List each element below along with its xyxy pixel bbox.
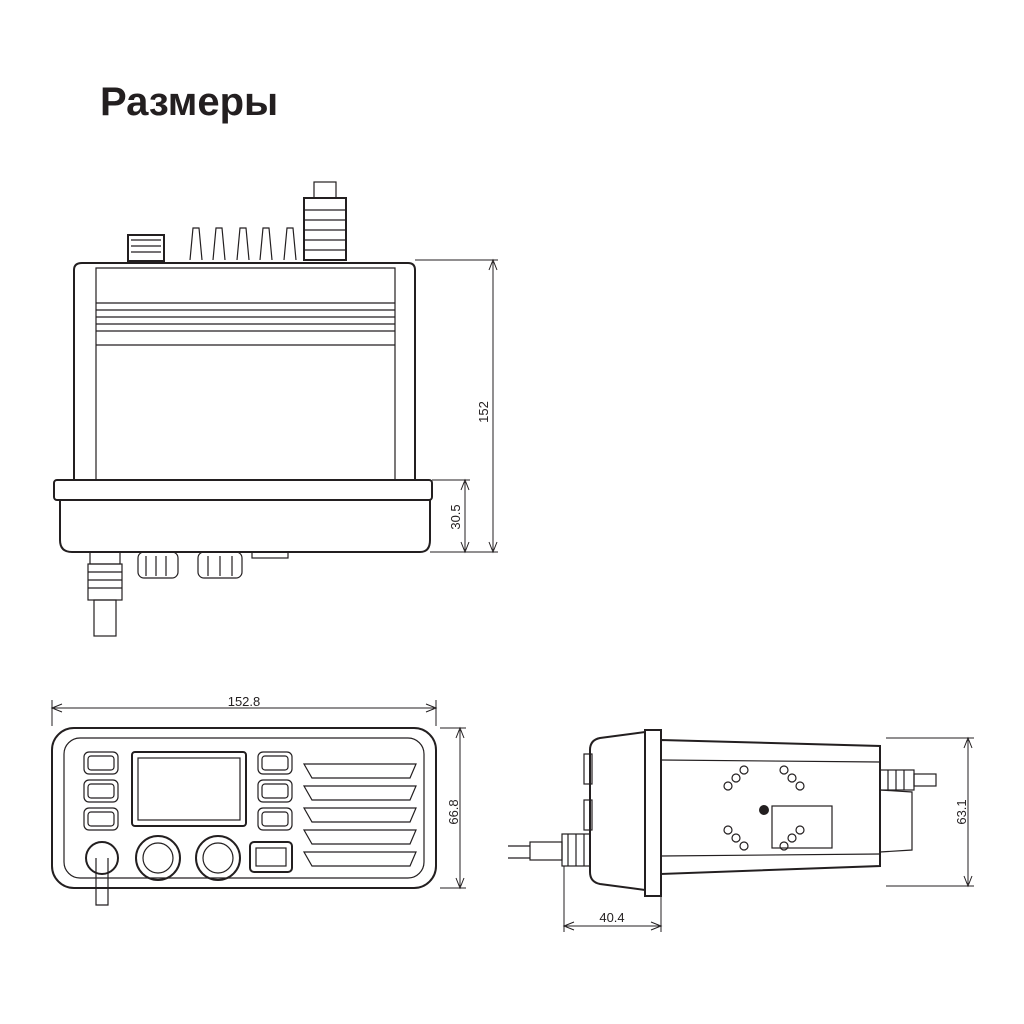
side-view: 40.4 63.1 <box>508 729 974 932</box>
mic-jack <box>85 841 119 875</box>
cable <box>87 551 123 637</box>
dim-height-side: 63.1 <box>954 799 969 824</box>
dim-height-front: 66.8 <box>446 799 461 824</box>
cable-gland <box>303 197 347 261</box>
knobs <box>137 551 289 579</box>
dim-height-total: 152 <box>476 401 491 423</box>
housing <box>73 262 416 480</box>
top-view: 152 30.5 <box>53 181 498 637</box>
dim-depth-side: 40.4 <box>599 910 624 925</box>
display <box>131 751 247 827</box>
dim-height-base: 30.5 <box>448 504 463 529</box>
connector-pins <box>189 227 297 261</box>
antenna-connector <box>127 234 165 262</box>
side-flange <box>644 729 662 897</box>
speaker-grille <box>302 763 417 867</box>
front-view: 152.8 66.8 <box>50 694 466 906</box>
mounting-holes <box>723 765 805 851</box>
dim-width-front: 152.8 <box>228 694 261 709</box>
rear-cable <box>879 769 937 853</box>
front-knobs <box>135 835 293 881</box>
page-title: Размеры <box>100 80 279 124</box>
mic-cable-side <box>508 753 593 867</box>
front-panel <box>51 727 437 889</box>
mic-cable <box>95 858 109 906</box>
base <box>59 500 431 553</box>
right-buttons <box>257 751 293 831</box>
base-flange <box>53 479 433 501</box>
side-front <box>589 730 646 892</box>
left-buttons <box>83 751 119 831</box>
side-body <box>660 738 881 876</box>
